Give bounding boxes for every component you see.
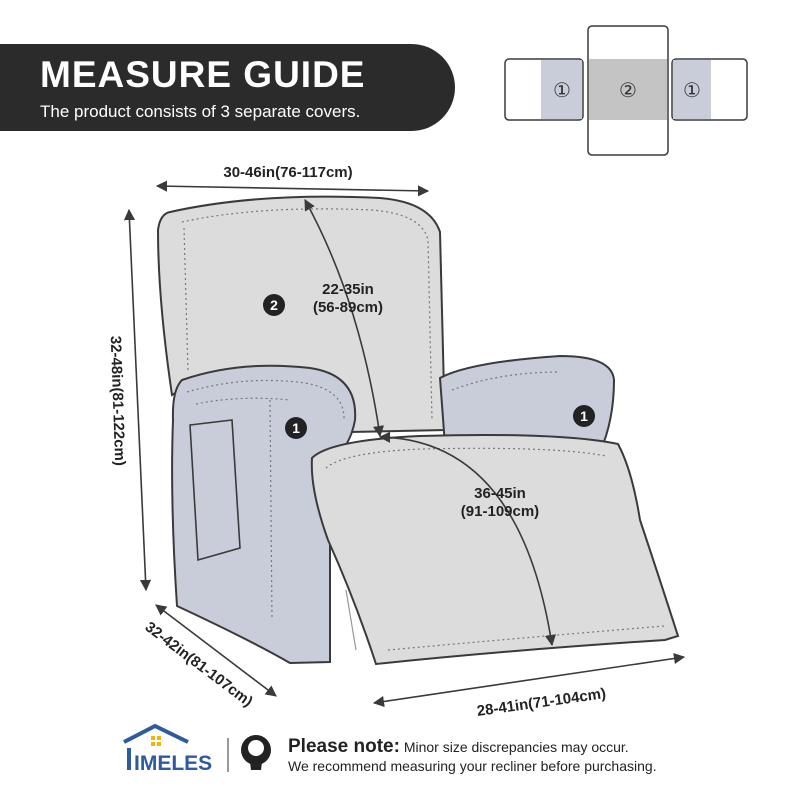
note-lead: Please note:	[288, 736, 400, 757]
back-height-label-in: 22-35in	[322, 281, 374, 298]
bottom-width-arrow	[372, 652, 686, 708]
seat-length-label-in: 36-45in	[474, 485, 526, 502]
total-height-label: 32-48in(81-122cm)	[107, 336, 129, 467]
cover-map-center-label: ②	[619, 80, 637, 102]
total-height-arrow	[123, 208, 152, 592]
note-line-2: We recommend measuring your recliner bef…	[288, 758, 657, 774]
cover-map-right-label: ①	[683, 80, 701, 102]
cover-map-left-label: ①	[553, 80, 571, 102]
svg-text:2: 2	[270, 297, 278, 313]
svg-text:1: 1	[580, 408, 588, 424]
cover-map: ① ② ①	[504, 25, 748, 156]
note-rest: Minor size discrepancies may occur.	[399, 739, 629, 755]
lightbulb-icon	[241, 735, 271, 770]
right-arm-cover	[438, 354, 616, 454]
title-banner: MEASURE GUIDE The product consists of 3 …	[0, 44, 455, 131]
side-depth-arrow	[155, 604, 277, 697]
back-height-arrow	[304, 199, 385, 438]
top-width-arrow	[155, 180, 430, 197]
top-width-label: 30-46in(76-117cm)	[223, 164, 352, 181]
page-title: MEASURE GUIDE	[40, 54, 366, 95]
back-height-label-cm: (56-89cm)	[313, 299, 383, 316]
left-arm-marker: 1	[285, 417, 307, 439]
seat-length-label-cm: (91-109cm)	[461, 503, 539, 520]
svg-text:1: 1	[292, 420, 300, 436]
brand-logo: IMELES	[123, 723, 212, 775]
right-arm-marker: 1	[573, 405, 595, 427]
page-subtitle: The product consists of 3 separate cover…	[40, 102, 361, 121]
brand-logo-text: IMELES	[134, 752, 212, 775]
bottom-width-label: 28-41in(71-104cm)	[476, 685, 607, 720]
note-line-1: Please note: Minor size discrepancies ma…	[288, 736, 629, 758]
seat-length-arrow	[378, 431, 556, 647]
side-pocket	[189, 419, 241, 562]
backrest-marker: 2	[263, 294, 285, 316]
